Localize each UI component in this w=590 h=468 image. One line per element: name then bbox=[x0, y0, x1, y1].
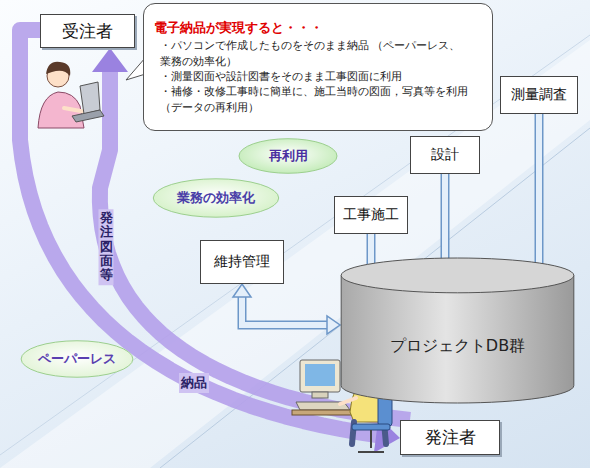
node-label: 再利用 bbox=[269, 147, 308, 165]
callout-title: 電子納品が実現すると・・・ bbox=[154, 19, 482, 37]
party-box: 受注者 bbox=[40, 14, 135, 48]
phase-box: 設計 bbox=[410, 136, 480, 174]
edge-label: 発注図面等 bbox=[99, 209, 114, 284]
contractor-figure bbox=[38, 62, 104, 128]
phase-box: 維持管理 bbox=[200, 240, 284, 284]
benefit-ellipse: 業務の効率化 bbox=[152, 178, 280, 218]
node-label: ペーパーレス bbox=[38, 350, 116, 368]
database-cylinder: プロジェクトDB群 bbox=[340, 258, 575, 403]
node-label: 工事施工 bbox=[343, 206, 399, 224]
edge-label: 納品 bbox=[179, 373, 209, 393]
callout-bullet: ・測量図面や設計図書をそのまま工事図面に利用 bbox=[154, 69, 482, 84]
node-label: 発注者 bbox=[425, 426, 476, 449]
callout-bubble: 電子納品が実現すると・・・・パソコンで作成したものをそのまま納品 （ペーパーレス… bbox=[143, 3, 493, 131]
callout-bullet: ・パソコンで作成したものをそのまま納品 （ペーパーレス、業務の効率化） bbox=[154, 38, 482, 69]
phase-box: 工事施工 bbox=[334, 196, 408, 234]
benefit-ellipse: ペーパーレス bbox=[20, 340, 134, 378]
node-label: 測量調査 bbox=[511, 86, 567, 104]
node-label: 業務の効率化 bbox=[177, 189, 255, 207]
benefit-ellipse: 再利用 bbox=[238, 138, 338, 174]
phase-box: 測量調査 bbox=[500, 76, 578, 114]
data-arrow bbox=[233, 284, 340, 334]
cylinder-outline bbox=[340, 258, 575, 403]
node-label: 設計 bbox=[431, 146, 459, 164]
party-box: 発注者 bbox=[400, 420, 500, 455]
diagonal-line bbox=[0, 35, 590, 455]
node-label: 維持管理 bbox=[214, 253, 270, 271]
node-label: 受注者 bbox=[62, 20, 113, 43]
node-label: プロジェクトDB群 bbox=[390, 336, 525, 357]
callout-bullet: ・補修・改修工事時に簡単に、施工当時の図面，写真等を利用 （データの再利用） bbox=[154, 84, 482, 115]
data-arrow bbox=[530, 114, 548, 278]
